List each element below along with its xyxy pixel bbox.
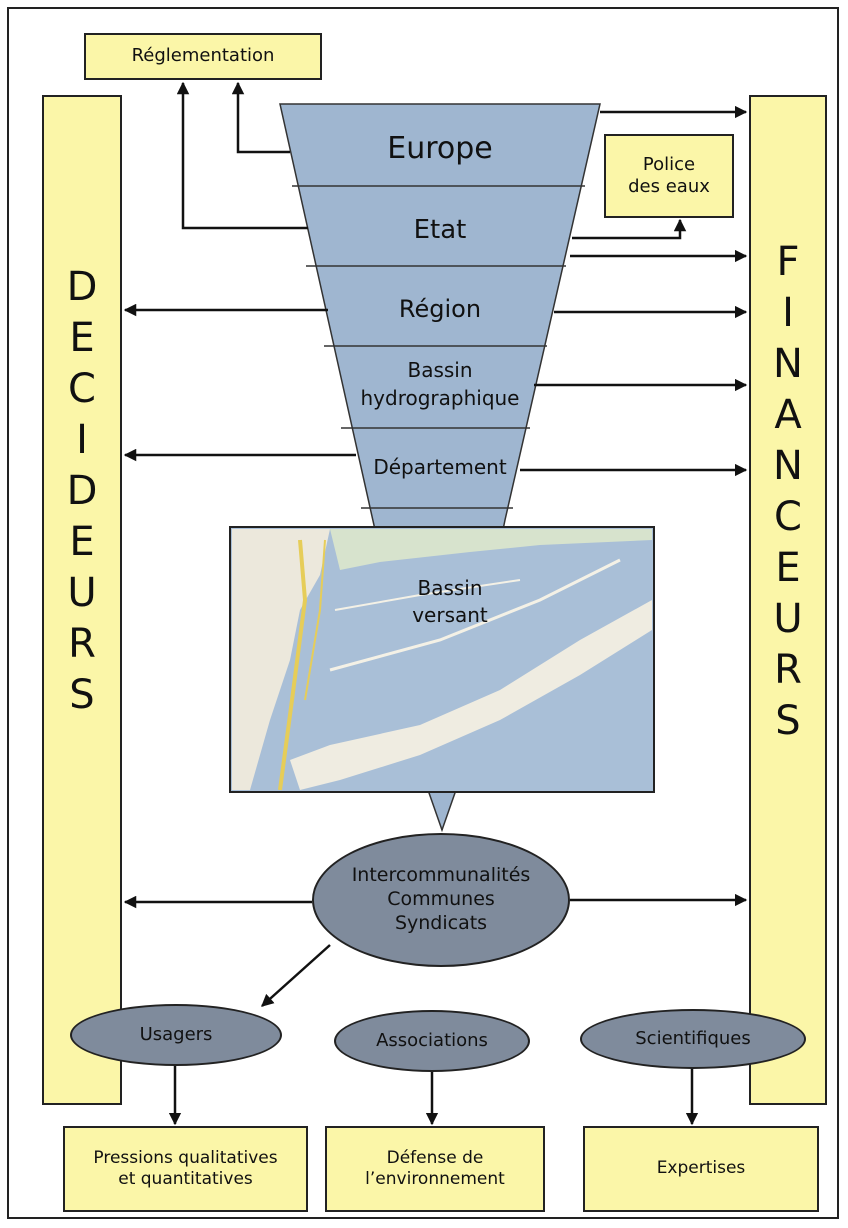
level-departement: Département — [373, 455, 507, 479]
financeurs-letter: R — [774, 647, 802, 693]
expertises-box: Expertises — [583, 1126, 819, 1212]
decideurs-letter: D — [66, 468, 98, 514]
associations-node: Associations — [334, 1010, 530, 1072]
financeurs-connectors — [520, 105, 748, 907]
funnel-tip — [426, 789, 458, 833]
financeurs-letter: N — [773, 341, 803, 387]
decideurs-letter: C — [68, 366, 96, 412]
financeurs-letter: N — [773, 443, 803, 489]
decideurs-letter: U — [67, 570, 97, 616]
financeurs-bar: F I N A N C E U R S — [749, 95, 827, 1105]
level-europe: Europe — [387, 131, 493, 166]
decideurs-letter: R — [68, 621, 96, 667]
decideurs-letter: E — [69, 315, 95, 361]
center-to-usagers-connector — [261, 944, 331, 1007]
funnel-dividers — [292, 185, 585, 509]
decideurs-letter: S — [69, 672, 95, 718]
decideurs-letter: E — [69, 519, 95, 565]
level-region: Région — [398, 295, 482, 323]
financeurs-letter: U — [773, 596, 803, 642]
pressions-box: Pressions qualitatives et quantitatives — [63, 1126, 308, 1212]
usagers-node: Usagers — [70, 1004, 282, 1066]
level-bassin-hydrographique: Bassin hydrographique — [360, 358, 520, 410]
police-des-eaux-box: Police des eaux — [604, 134, 734, 218]
map-image — [229, 526, 655, 793]
intercommunalites-node: Intercommunalités Communes Syndicats — [312, 833, 570, 967]
financeurs-letter: E — [775, 545, 801, 591]
reglementation-connectors — [176, 81, 308, 230]
scientifiques-node: Scientifiques — [580, 1009, 806, 1069]
financeurs-letter: I — [782, 290, 794, 336]
defense-environnement-box: Défense de l’environnement — [325, 1126, 545, 1212]
decideurs-bar: D E C I D E U R S — [42, 95, 122, 1105]
level-etat: Etat — [413, 215, 467, 245]
financeurs-letter: A — [774, 392, 802, 438]
decideurs-letter: D — [66, 264, 98, 310]
reglementation-box: Réglementation — [84, 33, 322, 80]
decideurs-connectors — [123, 303, 356, 909]
decideurs-letter: I — [76, 417, 88, 463]
financeurs-letter: S — [775, 698, 801, 744]
financeurs-letter: F — [776, 239, 800, 285]
diagram-frame — [7, 7, 839, 1219]
police-connector — [572, 218, 687, 240]
actor-outcome-connectors — [168, 1064, 699, 1126]
map-label-bassin-versant: Bassin versant — [412, 576, 488, 627]
financeurs-letter: C — [774, 494, 802, 540]
